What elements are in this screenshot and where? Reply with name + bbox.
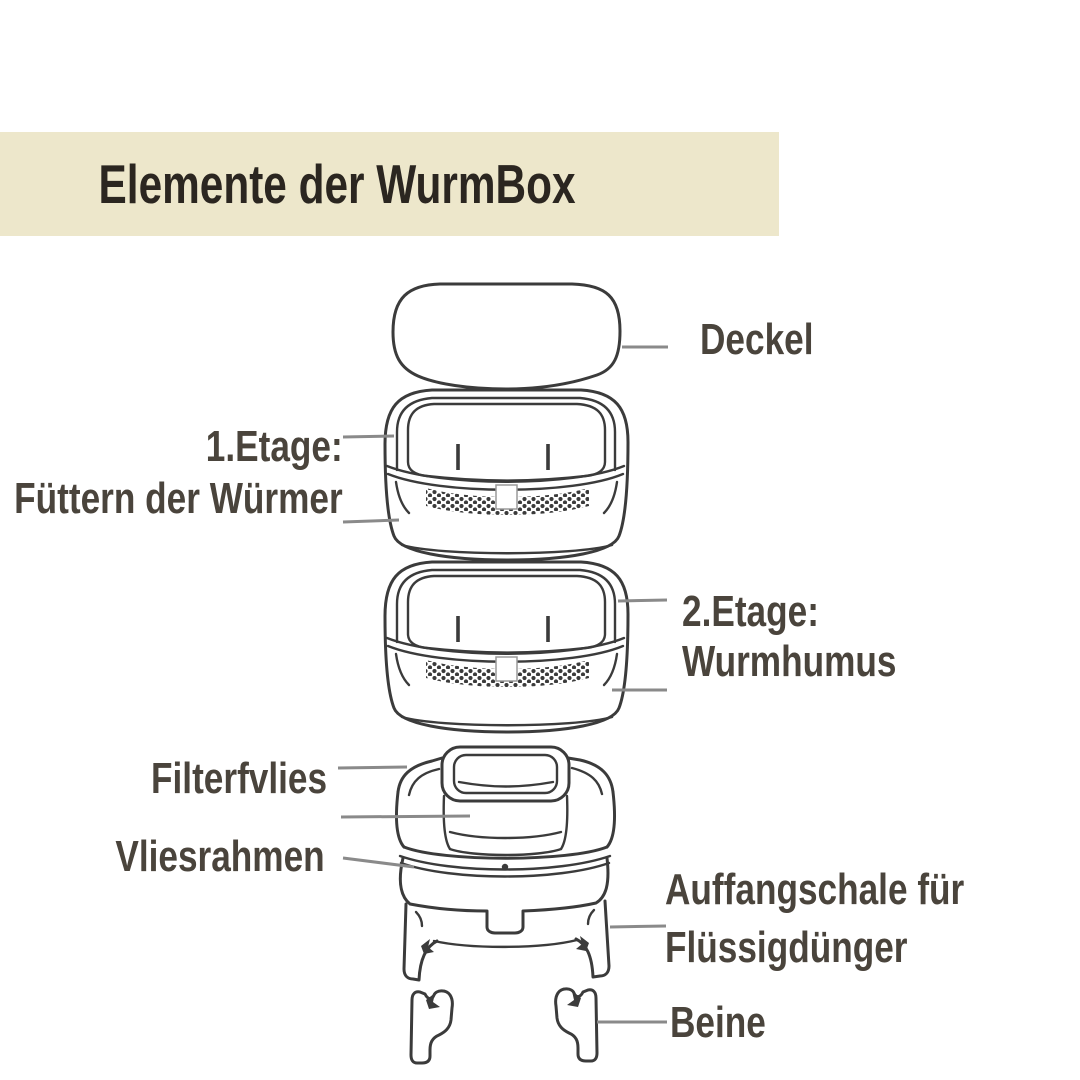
deckel-drawing bbox=[391, 282, 622, 391]
leader-line-vliesrahmen bbox=[342, 856, 415, 869]
label-etage-1-line-1: 1.Etage: bbox=[206, 422, 343, 471]
label-auffangschale-line-1: Auffangschale für bbox=[665, 865, 965, 914]
label-deckel: Deckel bbox=[700, 315, 814, 364]
label-vliesrahmen: Vliesrahmen bbox=[115, 832, 325, 881]
label-beine: Beine bbox=[670, 998, 766, 1047]
auffangschale-drawing bbox=[398, 854, 612, 982]
leader-line-etage1-top bbox=[342, 434, 395, 439]
leader-lines bbox=[337, 345, 668, 1024]
label-etage-2-line-1: 2.Etage: bbox=[682, 587, 819, 636]
label-etage-1: 1.Etage: Füttern der Würmer bbox=[14, 421, 343, 525]
vliesrahmen-frame-drawing bbox=[440, 745, 571, 857]
leader-line-etage1-bottom bbox=[342, 518, 400, 524]
label-etage-2: 2.Etage: Wurmhumus bbox=[682, 587, 896, 687]
vlies-basin-drawing bbox=[394, 756, 617, 860]
beine-drawing bbox=[409, 987, 599, 1065]
leader-line-etage2-top bbox=[617, 598, 668, 603]
label-auffangschale-line-2: Flüssigdünger bbox=[665, 923, 908, 972]
title-banner: Elemente der WurmBox bbox=[0, 132, 779, 236]
leader-line-filterfvlies-top bbox=[337, 765, 408, 770]
label-etage-1-line-2: Füttern der Würmer bbox=[14, 474, 343, 523]
label-auffangschale: Auffangschale für Flüssigdünger bbox=[665, 861, 964, 977]
label-etage-2-line-2: Wurmhumus bbox=[682, 637, 897, 686]
page-title: Elemente der WurmBox bbox=[98, 153, 576, 215]
tray-2-drawing bbox=[383, 560, 630, 734]
leader-line-auffangschale bbox=[609, 924, 667, 929]
tray-1-drawing bbox=[383, 388, 630, 562]
label-filterfvlies: Filterfvlies bbox=[150, 754, 327, 803]
leader-line-filterfvlies-mid bbox=[340, 814, 471, 819]
